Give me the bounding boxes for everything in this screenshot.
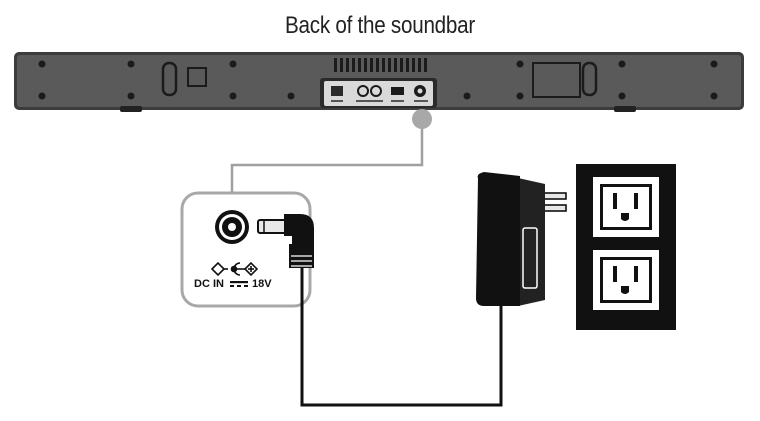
leader-line: [230, 109, 432, 193]
screw-holes: [38, 60, 718, 100]
dc-plug: [257, 214, 314, 268]
dc-in-label: DC IN: [194, 278, 224, 290]
dc-jack-icon: [215, 210, 249, 244]
power-cable: [300, 268, 503, 407]
outlet-socket-bottom: [593, 250, 659, 310]
outlet-socket-top: [593, 177, 659, 237]
wall-outlet: [576, 164, 676, 330]
voltage-label: 18V: [252, 278, 272, 290]
power-adapter: [476, 172, 567, 306]
soundbar-rear: [14, 52, 744, 112]
dc-symbol-icon: [230, 281, 248, 287]
connector-panel: [320, 58, 437, 108]
polarity-symbol-icon: [210, 261, 259, 277]
diagram-title: Back of the soundbar: [285, 12, 475, 39]
